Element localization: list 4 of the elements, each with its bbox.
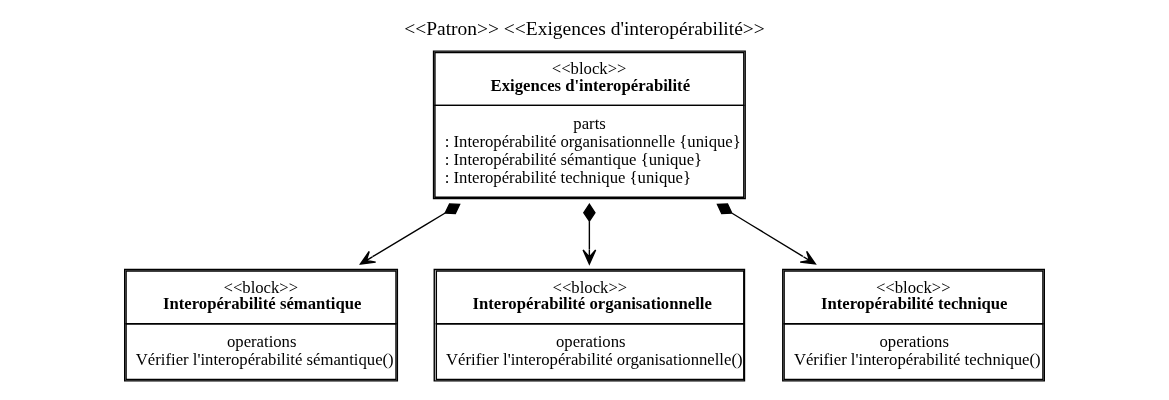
arrow: [716, 203, 817, 265]
arrow: [359, 203, 461, 265]
arrow: [582, 203, 597, 265]
diagram-title: <<Patron>> <<Exigences d'interopérabilité>>: [404, 17, 765, 39]
